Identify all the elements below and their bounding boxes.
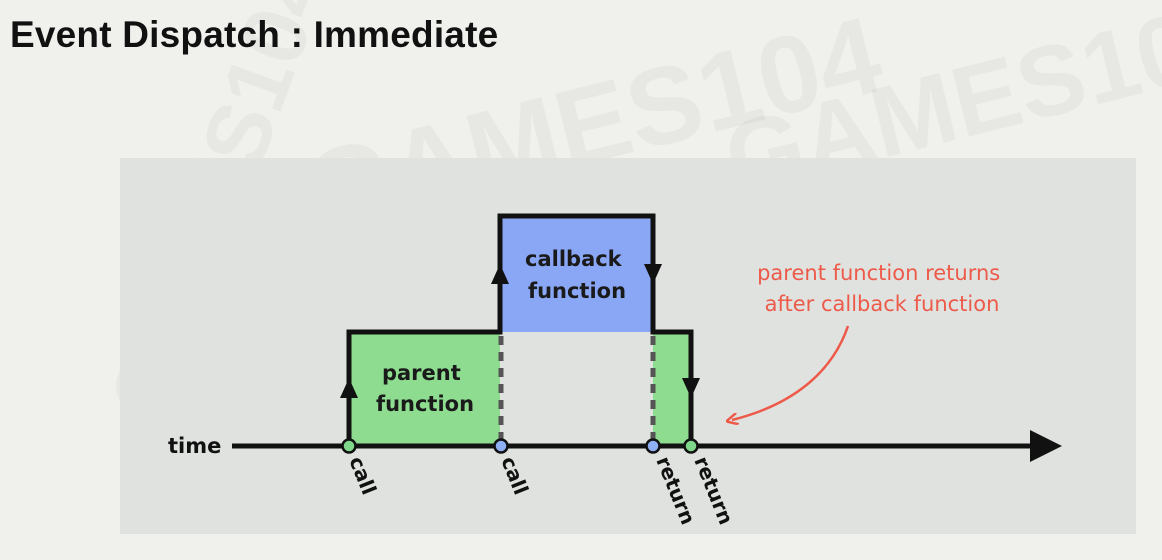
callback-function-label: callback function bbox=[525, 247, 629, 303]
parent-function-tail-block bbox=[653, 332, 691, 446]
call-point-callback bbox=[493, 438, 509, 454]
down-arrow-icon bbox=[644, 264, 662, 284]
slide-title: Event Dispatch : Immediate bbox=[10, 14, 499, 55]
annotation-text: parent function returns after callback f… bbox=[757, 261, 1007, 316]
callback-function-block bbox=[500, 216, 653, 332]
down-arrow-icon bbox=[682, 378, 700, 398]
parent-function-block bbox=[349, 332, 500, 446]
diagram-panel: time call call return return parent func… bbox=[120, 158, 1136, 534]
parent-function-label: parent function bbox=[376, 361, 474, 416]
return-point-callback bbox=[645, 438, 661, 454]
time-axis-arrowhead-icon bbox=[1030, 430, 1062, 462]
up-arrow-icon bbox=[340, 378, 358, 398]
call-point-parent bbox=[341, 438, 357, 454]
up-arrow-icon bbox=[491, 264, 509, 284]
return-point-parent bbox=[683, 438, 699, 454]
event-dispatch-diagram: time call call return return parent func… bbox=[168, 213, 1062, 528]
annotation-arrow bbox=[732, 325, 850, 420]
point-label-call: call bbox=[496, 453, 533, 498]
time-axis-label: time bbox=[168, 434, 221, 458]
execution-path bbox=[346, 213, 694, 446]
point-label-call: call bbox=[344, 453, 381, 498]
